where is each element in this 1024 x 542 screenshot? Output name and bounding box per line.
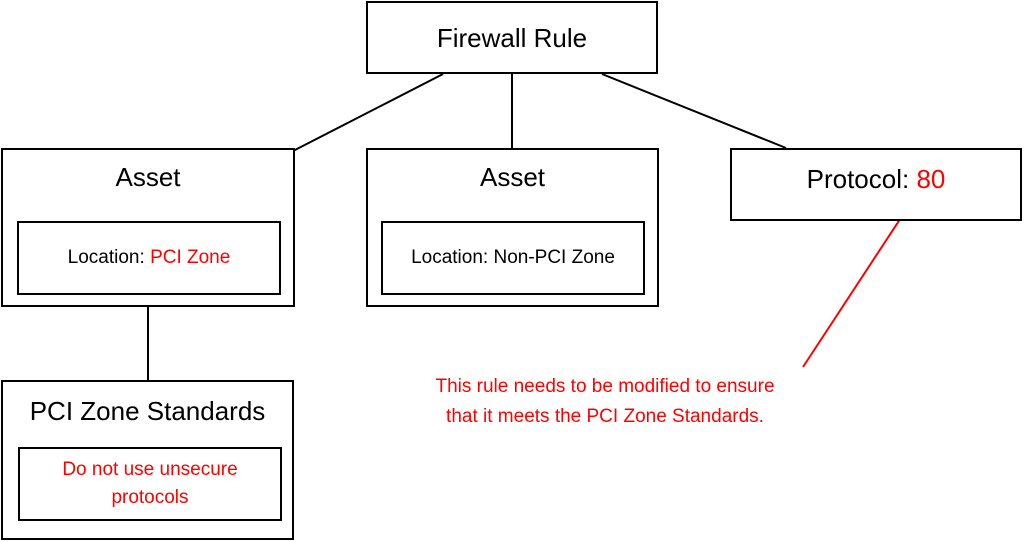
firewall-rule-box: Firewall Rule (366, 1, 658, 74)
standards-rule-box: Do not use unsecure protocols (18, 447, 282, 521)
location-pci-value: PCI Zone (150, 247, 231, 268)
asset-pci-title: Asset (115, 162, 181, 192)
location-nonpci-box: Location: Non-PCI Zone (381, 221, 645, 295)
location-pci-text: Location: PCI Zone (19, 223, 279, 293)
location-nonpci-text: Location: Non-PCI Zone (411, 247, 615, 268)
location-pci-label: Location: (67, 247, 145, 268)
connector-rule-to-pci-asset (292, 73, 444, 152)
standards-rule-line1: Do not use unsecure (62, 459, 238, 480)
standards-rule-line2: protocols (111, 487, 189, 508)
protocol-text: Protocol: 80 (732, 164, 1020, 195)
annotation-arrow (802, 202, 912, 368)
pci-standards-box: PCI Zone Standards Do not use unsecure p… (1, 380, 294, 540)
standards-rule-text: Do not use unsecure protocols (20, 449, 280, 519)
firewall-rule-title: Firewall Rule (436, 23, 588, 53)
annotation-note: This rule needs to be modified to ensure… (380, 372, 830, 432)
protocol-box: Protocol: 80 (730, 148, 1022, 221)
location-pci-box: Location: PCI Zone (17, 221, 281, 295)
annotation-line2: that it meets the PCI Zone Standards. (446, 406, 764, 427)
pci-standards-title: PCI Zone Standards (29, 396, 266, 426)
connector-rule-to-protocol (601, 73, 787, 149)
annotation-line1: This rule needs to be modified to ensure (435, 376, 775, 397)
asset-pci-box: Asset Location: PCI Zone (1, 148, 295, 307)
asset-nonpci-title: Asset (479, 162, 546, 192)
asset-nonpci-box: Asset Location: Non-PCI Zone (366, 148, 659, 307)
protocol-label: Protocol: (806, 164, 910, 194)
protocol-value: 80 (916, 164, 946, 194)
